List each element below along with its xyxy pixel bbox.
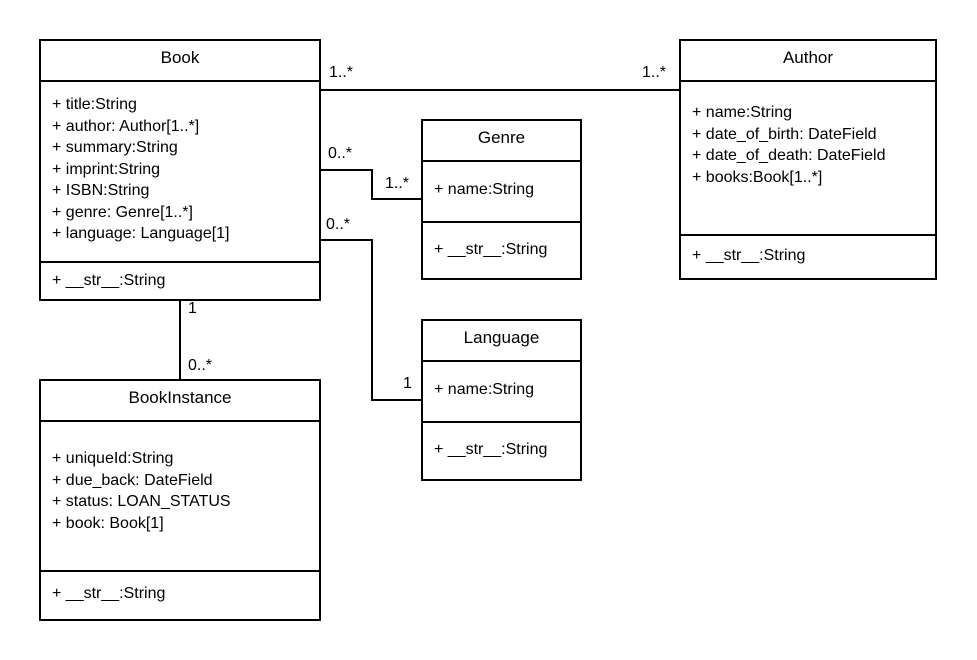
multiplicity-book-genre-book-end: 0..* bbox=[328, 145, 353, 162]
method-list: + __str__:String bbox=[41, 570, 319, 619]
attribute: + genre: Genre[1..*] bbox=[52, 203, 193, 221]
class-author[interactable]: Author + name:String + date_of_birth: Da… bbox=[679, 39, 937, 280]
class-language[interactable]: Language + name:String + __str__:String bbox=[421, 319, 582, 481]
attribute-list: + uniqueId:String + due_back: DateField … bbox=[41, 420, 319, 570]
class-name: Genre bbox=[477, 128, 526, 147]
multiplicity-book-author-author-end: 1..* bbox=[642, 64, 667, 81]
attribute-list: + name:String bbox=[423, 360, 580, 421]
method: + __str__:String bbox=[52, 585, 166, 602]
attribute: + author: Author[1..*] bbox=[52, 117, 200, 135]
attribute: + summary:String bbox=[52, 139, 178, 156]
attribute: + due_back: DateField bbox=[52, 471, 213, 489]
class-book[interactable]: Book + title:String + author: Author[1..… bbox=[39, 39, 321, 301]
multiplicity-book-bookinstance-book-end: 1 bbox=[188, 300, 197, 317]
attribute: + name:String bbox=[434, 381, 535, 398]
class-name: Author bbox=[782, 48, 834, 67]
attribute: + book: Book[1] bbox=[52, 514, 164, 532]
attribute: + title:String bbox=[52, 96, 137, 113]
multiplicity-book-language-book-end: 0..* bbox=[326, 216, 351, 233]
attribute: + books:Book[1..*] bbox=[692, 168, 823, 186]
attribute-list: + name:String + date_of_birth: DateField… bbox=[681, 80, 935, 234]
attribute: + imprint:String bbox=[52, 160, 161, 178]
method: + __str__:String bbox=[434, 441, 548, 458]
attribute: + name:String bbox=[434, 181, 535, 198]
method-list: + __str__:String bbox=[41, 261, 319, 299]
attribute: + language: Language[1] bbox=[52, 225, 230, 242]
class-name: BookInstance bbox=[128, 388, 232, 407]
attribute: + date_of_birth: DateField bbox=[692, 125, 877, 143]
method-list: + __str__:String bbox=[423, 421, 580, 479]
attribute-list: + title:String + author: Author[1..*] + … bbox=[41, 80, 319, 261]
method: + __str__:String bbox=[692, 247, 806, 264]
attribute: + date_of_death: DateField bbox=[692, 147, 886, 164]
attribute: + ISBN:String bbox=[52, 182, 150, 199]
multiplicity-book-genre-genre-end: 1..* bbox=[385, 175, 410, 192]
method-list: + __str__:String bbox=[681, 234, 935, 278]
attribute: + name:String bbox=[692, 104, 793, 121]
book-language-association bbox=[320, 239, 422, 401]
method: + __str__:String bbox=[52, 272, 166, 289]
class-name: Language bbox=[463, 328, 540, 347]
class-bookinstance[interactable]: BookInstance + uniqueId:String + due_bac… bbox=[39, 379, 321, 621]
multiplicity-book-author-book-end: 1..* bbox=[329, 64, 354, 81]
class-name: Book bbox=[160, 48, 200, 67]
attribute: + uniqueId:String bbox=[52, 450, 174, 467]
book-genre-association bbox=[320, 169, 422, 200]
method-list: + __str__:String bbox=[423, 221, 580, 278]
method: + __str__:String bbox=[434, 241, 548, 258]
multiplicity-book-bookinstance-instance-end: 0..* bbox=[188, 357, 213, 374]
class-genre[interactable]: Genre + name:String + __str__:String bbox=[421, 119, 582, 280]
attribute: + status: LOAN_STATUS bbox=[52, 493, 231, 510]
multiplicity-book-language-language-end: 1 bbox=[403, 375, 412, 392]
attribute-list: + name:String bbox=[423, 160, 580, 221]
